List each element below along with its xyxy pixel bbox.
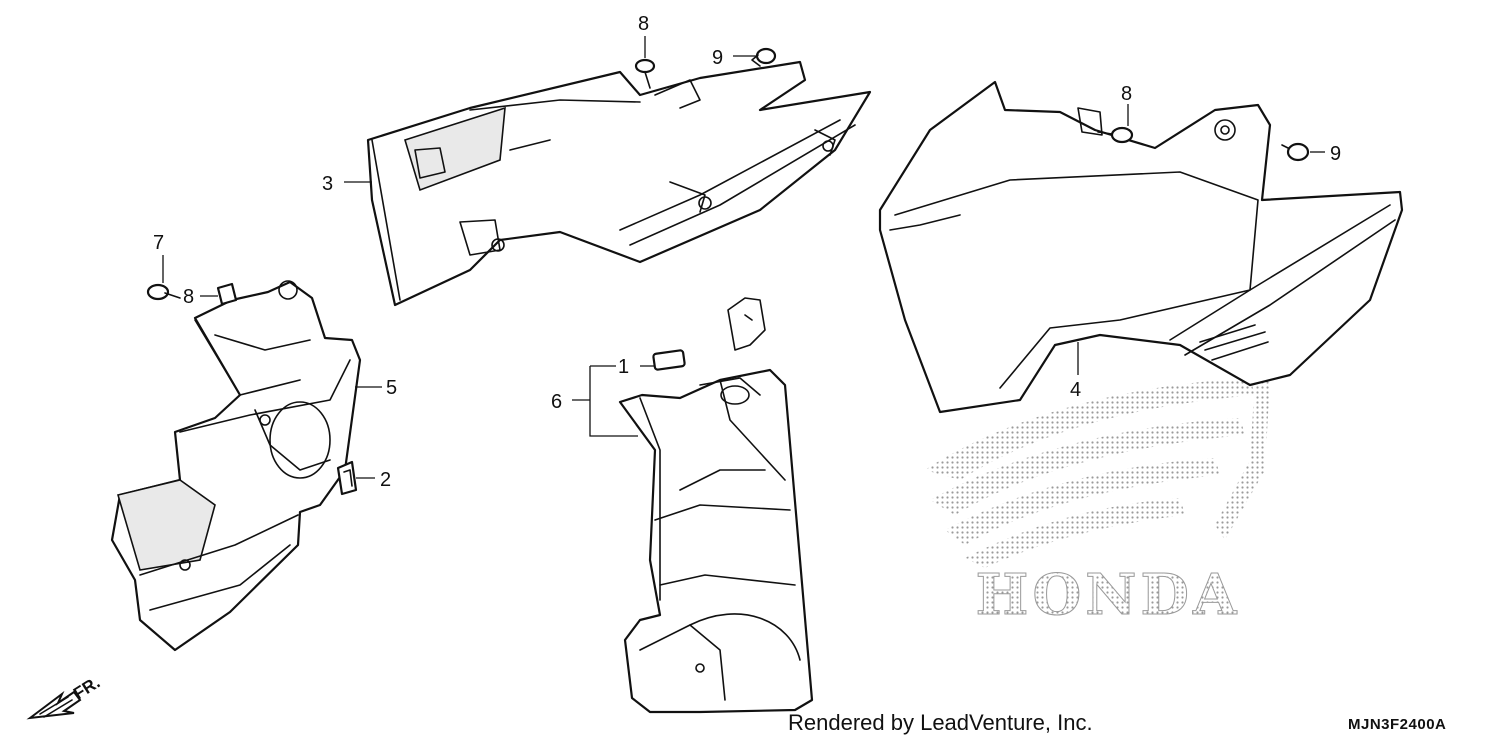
- callout-9-right: 9: [1330, 143, 1341, 165]
- part-4-side-cover-large: [878, 80, 1404, 414]
- diagram-code: MJN3F2400A: [1348, 716, 1447, 733]
- callout-1: 1: [618, 356, 629, 378]
- part-8-screw-left: [216, 282, 238, 306]
- callout-7: 7: [153, 232, 164, 254]
- part-9-clip-top: [751, 47, 777, 67]
- part-7-bolt: [146, 283, 181, 301]
- callout-8-right: 8: [1121, 83, 1132, 105]
- leader-lines: [162, 36, 1325, 479]
- front-direction-arrow: FR.: [26, 673, 103, 720]
- callout-9-top: 9: [712, 47, 723, 69]
- part-3-side-cover-upper: [366, 60, 872, 307]
- part-9-clip-right: [1281, 142, 1310, 162]
- part-8-screw-right: [1097, 126, 1134, 144]
- part-1-pad: [652, 349, 686, 371]
- part-5-inner-duct: [110, 280, 362, 652]
- callout-3: 3: [322, 173, 333, 195]
- callout-2: 2: [380, 469, 391, 491]
- part-8-screw-top: [634, 58, 656, 89]
- part-2-clip: [336, 460, 358, 496]
- render-credit: Rendered by LeadVenture, Inc.: [788, 710, 1093, 735]
- honda-watermark-text: HONDA: [976, 562, 1241, 628]
- callout-4: 4: [1070, 379, 1081, 401]
- callout-5: 5: [386, 377, 397, 399]
- callout-6: 6: [551, 391, 562, 413]
- callout-8-left: 8: [183, 286, 194, 308]
- callout-8-top: 8: [638, 13, 649, 35]
- honda-wing-watermark: [925, 378, 1270, 568]
- part-6-center-duct: [618, 297, 814, 714]
